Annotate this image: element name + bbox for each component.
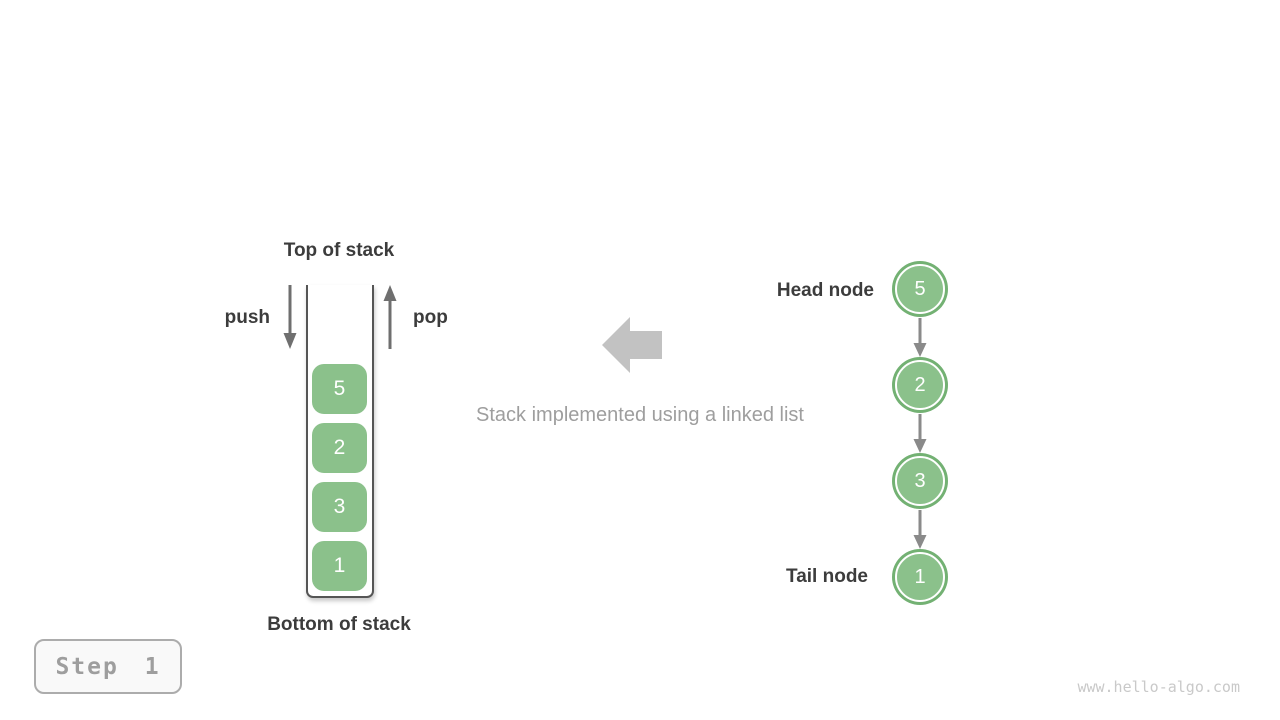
list-node-1: 1 [892, 549, 948, 605]
next-pointer-arrow-icon [910, 510, 930, 550]
push-label: push [224, 307, 270, 328]
step-badge: Step 1 [34, 639, 182, 694]
watermark-text: www.hello-algo.com [1077, 678, 1240, 696]
list-node-value: 2 [895, 360, 945, 410]
stack-item-5: 5 [312, 364, 367, 414]
push-down-arrow-icon [280, 284, 300, 350]
next-pointer-arrow-icon [910, 318, 930, 358]
next-pointer-arrow-icon [910, 414, 930, 454]
list-node-5: 5 [892, 261, 948, 317]
list-node-value: 5 [895, 264, 945, 314]
stack-item-3: 3 [312, 482, 367, 532]
pop-label: pop [413, 307, 448, 328]
list-node-value: 1 [895, 552, 945, 602]
bottom-of-stack-label: Bottom of stack [267, 614, 411, 635]
head-node-label: Head node [776, 280, 874, 301]
top-of-stack-label: Top of stack [283, 240, 395, 261]
caption-text: Stack implemented using a linked list [476, 404, 804, 426]
pop-up-arrow-icon [380, 284, 400, 350]
stack-item-2: 2 [312, 423, 367, 473]
list-node-2: 2 [892, 357, 948, 413]
tail-node-label: Tail node [786, 566, 868, 587]
list-node-value: 3 [895, 456, 945, 506]
list-node-3: 3 [892, 453, 948, 509]
left-block-arrow-icon [602, 317, 662, 373]
stack-item-1: 1 [312, 541, 367, 591]
